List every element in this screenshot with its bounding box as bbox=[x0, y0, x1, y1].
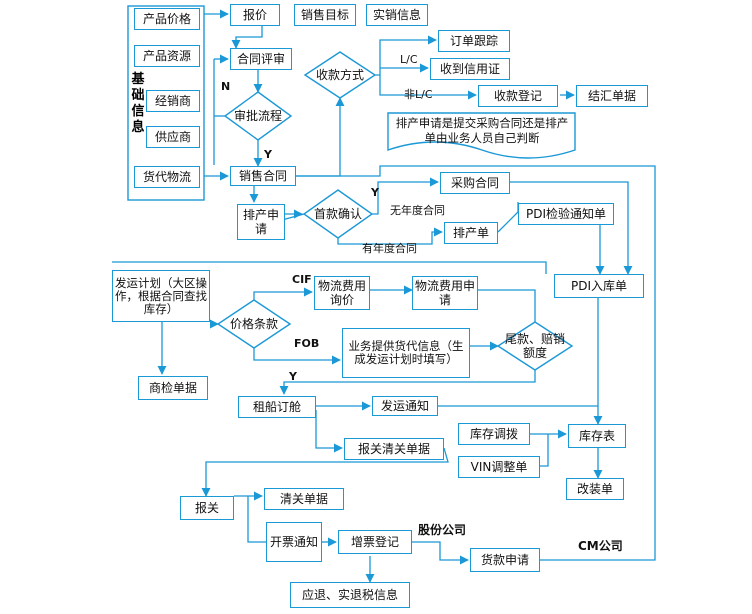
note-shape bbox=[387, 112, 576, 159]
label-has-annual-contract: 有年度合同 bbox=[362, 242, 417, 255]
logistics-inquiry-node[interactable]: 物流费用询价 bbox=[314, 276, 370, 310]
basic-dealer[interactable]: 经销商 bbox=[146, 90, 200, 112]
payment-apply-node[interactable]: 货款申请 bbox=[470, 548, 540, 572]
logistics-apply-node[interactable]: 物流费用申请 bbox=[412, 276, 478, 310]
basic-product-price[interactable]: 产品价格 bbox=[134, 8, 200, 30]
label-n: N bbox=[221, 80, 231, 93]
payment-registration-node[interactable]: 收款登记 bbox=[478, 85, 558, 107]
purchase-contract-node[interactable]: 采购合同 bbox=[440, 172, 510, 194]
label-cif: CIF bbox=[292, 273, 312, 286]
shipping-notice-node[interactable]: 发运通知 bbox=[372, 396, 438, 416]
basic-supplier[interactable]: 供应商 bbox=[146, 126, 200, 148]
basic-info-title: 基础信息 bbox=[131, 72, 145, 135]
sales-target-node[interactable]: 销售目标 bbox=[294, 4, 356, 26]
label-company-gufen: 股份公司 bbox=[418, 523, 467, 537]
customs-node[interactable]: 报关 bbox=[180, 496, 234, 520]
label-y-first-payment: Y bbox=[371, 186, 379, 199]
label-y-approval: Y bbox=[264, 148, 272, 161]
schedule-order-node[interactable]: 排产申请 bbox=[237, 204, 285, 240]
order-tracking-node[interactable]: 订单跟踪 bbox=[438, 30, 510, 52]
label-company-cm: CM公司 bbox=[578, 539, 623, 553]
payment-method-label[interactable]: 收款方式 bbox=[315, 68, 364, 82]
settlement-docs-node[interactable]: 结汇单据 bbox=[576, 85, 648, 107]
sales-contract-node[interactable]: 销售合同 bbox=[230, 166, 296, 186]
basic-forwarder[interactable]: 货代物流 bbox=[134, 166, 200, 188]
balance-claim-label[interactable]: 尾款、赔销额度 bbox=[505, 332, 566, 360]
schedule-note: 排产申请是提交采购合同还是排产单由业务人员自己判断 bbox=[395, 116, 569, 145]
label-no-annual-contract: 无年度合同 bbox=[390, 204, 445, 217]
label-fob: FOB bbox=[294, 337, 320, 350]
forwarder-info-node[interactable]: 业务提供货代信息（生成发运计划时填写） bbox=[342, 328, 470, 378]
approval-flow-label[interactable]: 审批流程 bbox=[233, 109, 282, 123]
vat-invoice-reg-node[interactable]: 增票登记 bbox=[338, 530, 412, 554]
refit-order-node[interactable]: 改装单 bbox=[566, 478, 624, 500]
label-y-booking: Y bbox=[289, 370, 297, 383]
actual-sales-node[interactable]: 实销信息 bbox=[366, 4, 428, 26]
production-order-node[interactable]: 排产单 bbox=[444, 222, 498, 244]
commodity-inspection-node[interactable]: 商检单据 bbox=[138, 376, 208, 400]
label-lc: L/C bbox=[400, 53, 418, 66]
quote-node[interactable]: 报价 bbox=[230, 4, 280, 26]
inventory-table-node[interactable]: 库存表 bbox=[568, 424, 626, 448]
pdi-notice-node[interactable]: PDI检验通知单 bbox=[518, 203, 614, 225]
label-non-lc: 非L/C bbox=[404, 88, 433, 101]
clearance-docs-node[interactable]: 清关单据 bbox=[264, 488, 344, 510]
contract-review-node[interactable]: 合同评审 bbox=[230, 48, 292, 70]
lc-received-node[interactable]: 收到信用证 bbox=[430, 58, 510, 80]
basic-product-resource[interactable]: 产品资源 bbox=[134, 45, 200, 67]
basic-info-frame bbox=[127, 5, 205, 201]
first-payment-label[interactable]: 首款确认 bbox=[313, 207, 362, 221]
ship-booking-node[interactable]: 租船订舱 bbox=[238, 396, 316, 418]
pdi-inbound-node[interactable]: PDI入库单 bbox=[554, 274, 644, 298]
invoice-notice-node[interactable]: 开票通知 bbox=[266, 522, 322, 562]
customs-docs-node[interactable]: 报关清关单据 bbox=[344, 438, 444, 460]
inventory-transfer-node[interactable]: 库存调拨 bbox=[458, 423, 530, 445]
tax-refund-node[interactable]: 应退、实退税信息 bbox=[290, 582, 410, 608]
vin-adjust-node[interactable]: VIN调整单 bbox=[458, 456, 540, 478]
shipping-plan-node[interactable]: 发运计划（大区操作，根据合同查找库存） bbox=[112, 270, 210, 322]
price-terms-label[interactable]: 价格条款 bbox=[229, 317, 278, 331]
